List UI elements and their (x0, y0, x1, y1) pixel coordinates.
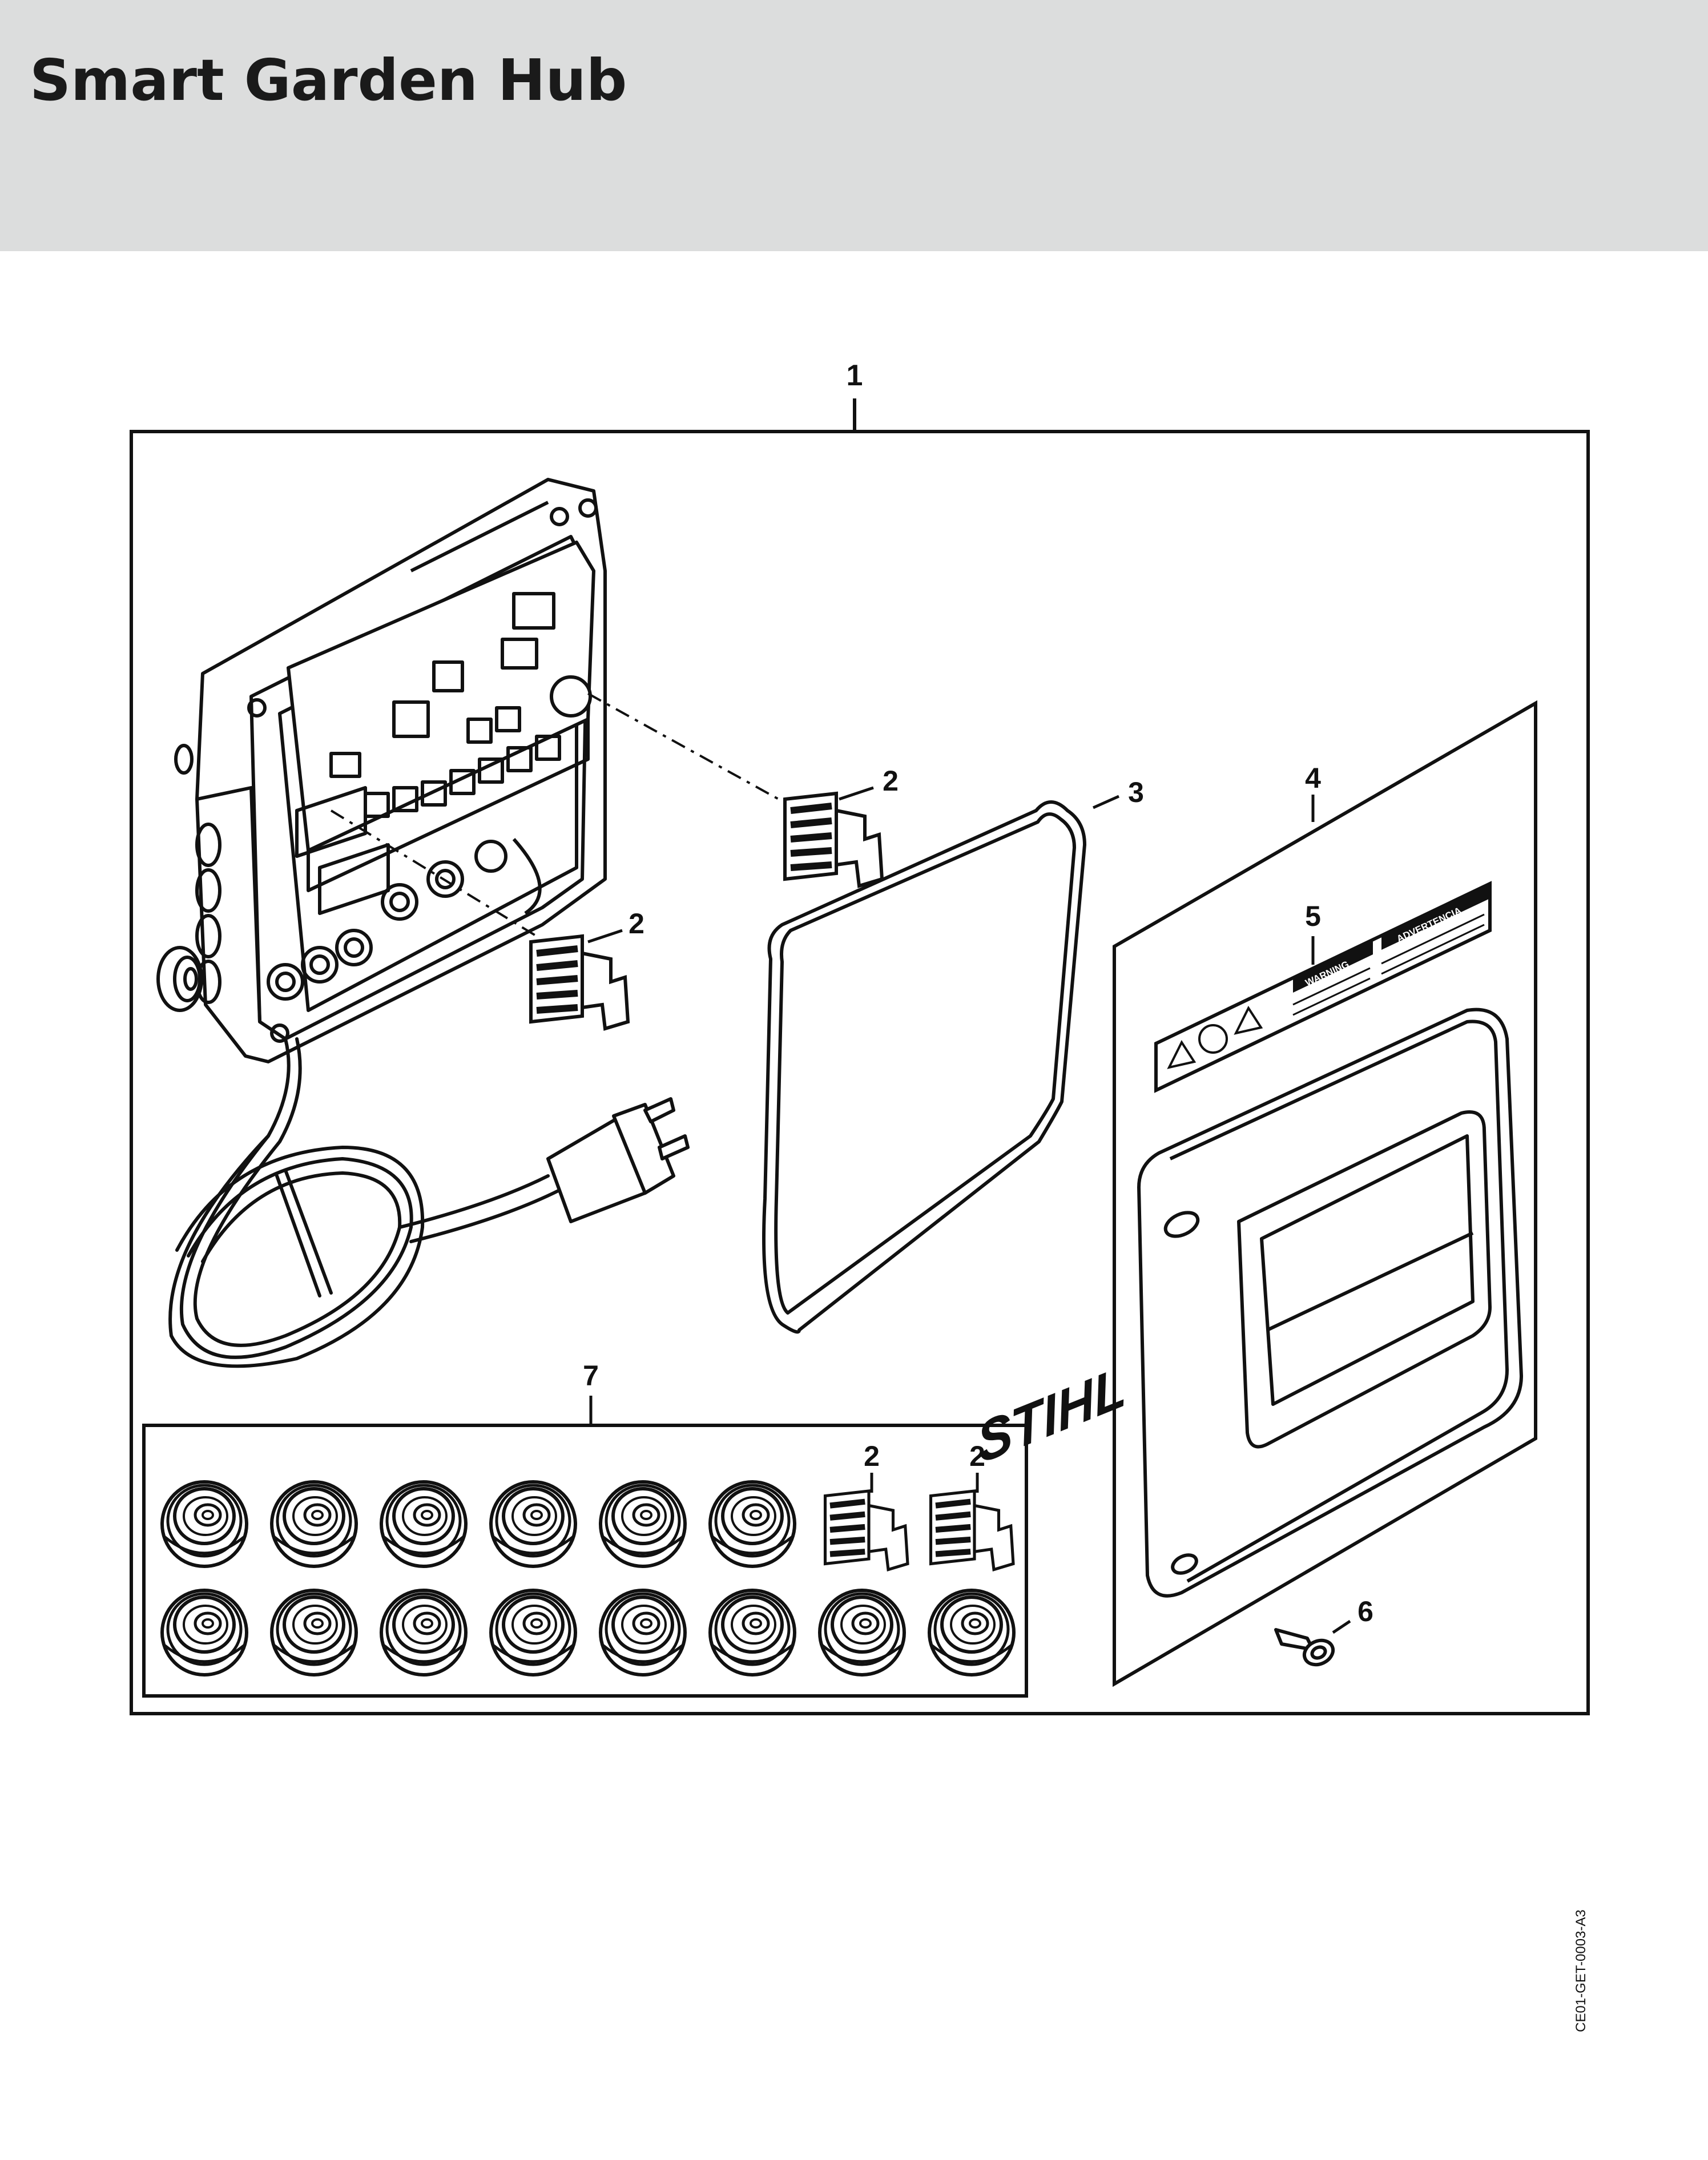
callout-2-lower: 2 (629, 908, 644, 940)
callout-7: 7 (583, 1360, 599, 1392)
kit-grommet (381, 1482, 466, 1566)
kit-grommet (272, 1590, 356, 1675)
callout-2-upper: 2 (883, 765, 899, 797)
kit-grommet (162, 1482, 247, 1566)
kit-grommet (601, 1482, 685, 1566)
kit-grommet (710, 1482, 795, 1566)
grommet-row-bottom (162, 1590, 1014, 1675)
callout-6: 6 (1357, 1595, 1373, 1627)
warning-label: WARNING ADVERTENCIA 5 (1154, 881, 1492, 1093)
page-title: Smart Garden Hub (30, 47, 627, 114)
kit-grommet (929, 1590, 1014, 1675)
document-code: CE01-GET-0003-A3 (1573, 1909, 1589, 2032)
kit-grommet (710, 1590, 795, 1675)
grommet-row-top (162, 1482, 795, 1566)
gasket: 3 (762, 776, 1144, 1334)
callout-3: 3 (1128, 776, 1144, 808)
kit-grommet (272, 1482, 356, 1566)
kit-grommet (820, 1590, 904, 1675)
side-grommet (156, 946, 203, 1012)
callout-4: 4 (1305, 762, 1321, 794)
sealing-plug-upper: 2 (785, 765, 899, 886)
sealing-plug-lower: 2 (531, 908, 644, 1029)
kit-grommet (381, 1590, 466, 1675)
cover-logo: STIHL (973, 1354, 1129, 1476)
power-cord (168, 1037, 561, 1368)
kit-grommet (491, 1482, 575, 1566)
kit-plug-b: 2 (931, 1440, 1014, 1570)
callout-2-kit-a: 2 (864, 1440, 880, 1472)
cover-screw: 6 (1274, 1595, 1373, 1667)
callout-1: 1 (847, 359, 863, 392)
power-plug (546, 1097, 690, 1223)
header-band (0, 0, 1708, 251)
callout-5: 5 (1305, 900, 1321, 932)
kit-grommet (491, 1590, 575, 1675)
grommet-kit: 7 2 2 (142, 1360, 1028, 1698)
kit-grommet (601, 1590, 685, 1675)
exploded-leader-lines (330, 692, 800, 937)
kit-grommet (162, 1590, 247, 1675)
callout-2-kit-b: 2 (969, 1440, 985, 1472)
assembly-frame: 1 (130, 359, 1590, 1715)
hub-cover: STIHL (973, 1008, 1523, 1598)
kit-plug-a: 2 (825, 1440, 908, 1570)
cover-frame: 4 (1113, 700, 1537, 1687)
